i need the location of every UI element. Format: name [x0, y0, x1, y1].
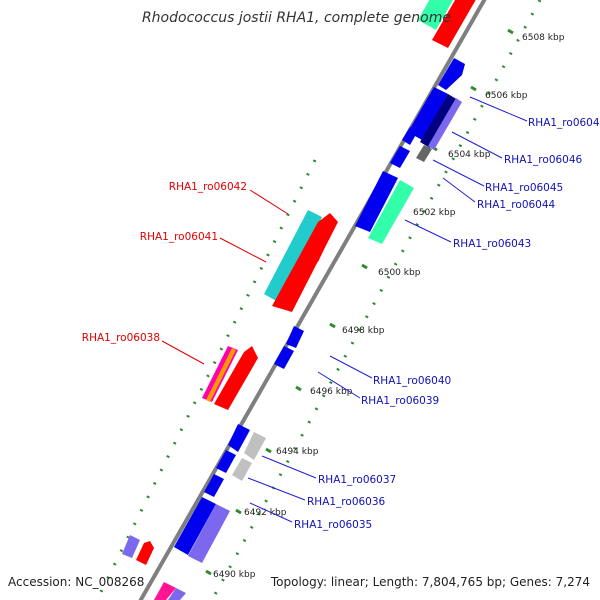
gene-ro06041-red — [306, 225, 332, 262]
gene-blue-6498-a — [286, 326, 304, 348]
kbp-label: 6494 kbp — [276, 447, 319, 457]
gene-label[interactable]: RHA1_ro06040 — [373, 375, 451, 387]
gene-label[interactable]: RHA1_ro06044 — [477, 199, 556, 211]
gene-labels-right: RHA1_ro06047 RHA1_ro06046 RHA1_ro06045 R… — [294, 117, 600, 531]
kbp-label: 6500 kbp — [378, 268, 421, 278]
map-title: Rhodococcus jostii RHA1, complete genome — [142, 10, 451, 26]
gene-blue-small-1 — [402, 127, 418, 145]
gene-blue-6498-b — [274, 346, 294, 369]
kbp-label: 6496 kbp — [310, 387, 353, 397]
leader-lines-right — [247, 96, 528, 523]
kbp-label: 6492 kbp — [244, 508, 287, 518]
gene-magenta-bottom — [154, 582, 176, 600]
gene-label[interactable]: RHA1_ro06038 — [82, 332, 160, 344]
gene-blue-long — [408, 87, 448, 140]
gene-silver-6494 — [244, 432, 266, 460]
gene-label[interactable]: RHA1_ro06041 — [140, 231, 218, 243]
gene-slate-thin — [428, 98, 462, 150]
gene-navy — [420, 94, 458, 148]
gene-label[interactable]: RHA1_ro06039 — [361, 395, 439, 407]
gene-label[interactable]: RHA1_ro06036 — [307, 496, 386, 508]
gene-label[interactable]: RHA1_ro06043 — [453, 238, 531, 250]
kbp-labels: 6490 kbp 6492 kbp 6494 kbp 6496 kbp 6498… — [213, 33, 565, 580]
gene-red-6489 — [136, 541, 154, 565]
gene-blue-small-2 — [390, 146, 410, 168]
gene-red-6497 — [214, 346, 258, 410]
gene-ro06042 — [264, 210, 322, 302]
gene-blue-6494-b — [216, 450, 236, 473]
gene-label[interactable]: RHA1_ro06047 — [528, 117, 600, 129]
kbp-label: 6498 kbp — [342, 326, 385, 336]
kbp-label: 6490 kbp — [213, 570, 256, 580]
gene-blue-6506 — [438, 58, 465, 90]
gene-blue-6491 — [174, 497, 216, 555]
kbp-label: 6508 kbp — [522, 33, 565, 43]
gene-slate-6491 — [188, 504, 230, 563]
kbp-label: 6502 kbp — [413, 208, 456, 218]
gene-labels-left: RHA1_ro06042 RHA1_ro06041 RHA1_ro06038 — [82, 181, 247, 344]
leader-lines-left — [161, 189, 289, 365]
gene-label[interactable]: RHA1_ro06037 — [318, 474, 396, 486]
gene-blue-6494-a — [228, 424, 250, 452]
gene-ro06047-arrow — [418, 0, 453, 30]
gene-gray-small — [416, 145, 432, 162]
genome-summary-text: Topology: linear; Length: 7,804,765 bp; … — [270, 575, 590, 589]
gene-mint-6502 — [368, 180, 414, 244]
gene-silver-6493 — [232, 458, 252, 481]
kbp-ticks — [205, 28, 514, 576]
gene-label[interactable]: RHA1_ro06042 — [169, 181, 247, 193]
gene-slate-bottom — [168, 588, 186, 600]
gene-ro06038-orange — [206, 348, 236, 402]
gene-label[interactable]: RHA1_ro06035 — [294, 519, 372, 531]
gene-red-top — [432, 0, 476, 48]
gene-label[interactable]: RHA1_ro06046 — [504, 154, 583, 166]
gene-blue-6502 — [355, 171, 398, 232]
accession-text: Accession: NC_008268 — [8, 575, 144, 589]
gene-label[interactable]: RHA1_ro06045 — [485, 182, 563, 194]
genes-left-of-backbone — [122, 210, 338, 565]
gene-blue-6493 — [204, 474, 224, 497]
kbp-label: 6506 kbp — [485, 91, 528, 101]
kbp-label: 6504 kbp — [448, 150, 491, 160]
gene-slate-6489 — [122, 535, 140, 558]
genes-right-of-backbone — [154, 0, 476, 600]
